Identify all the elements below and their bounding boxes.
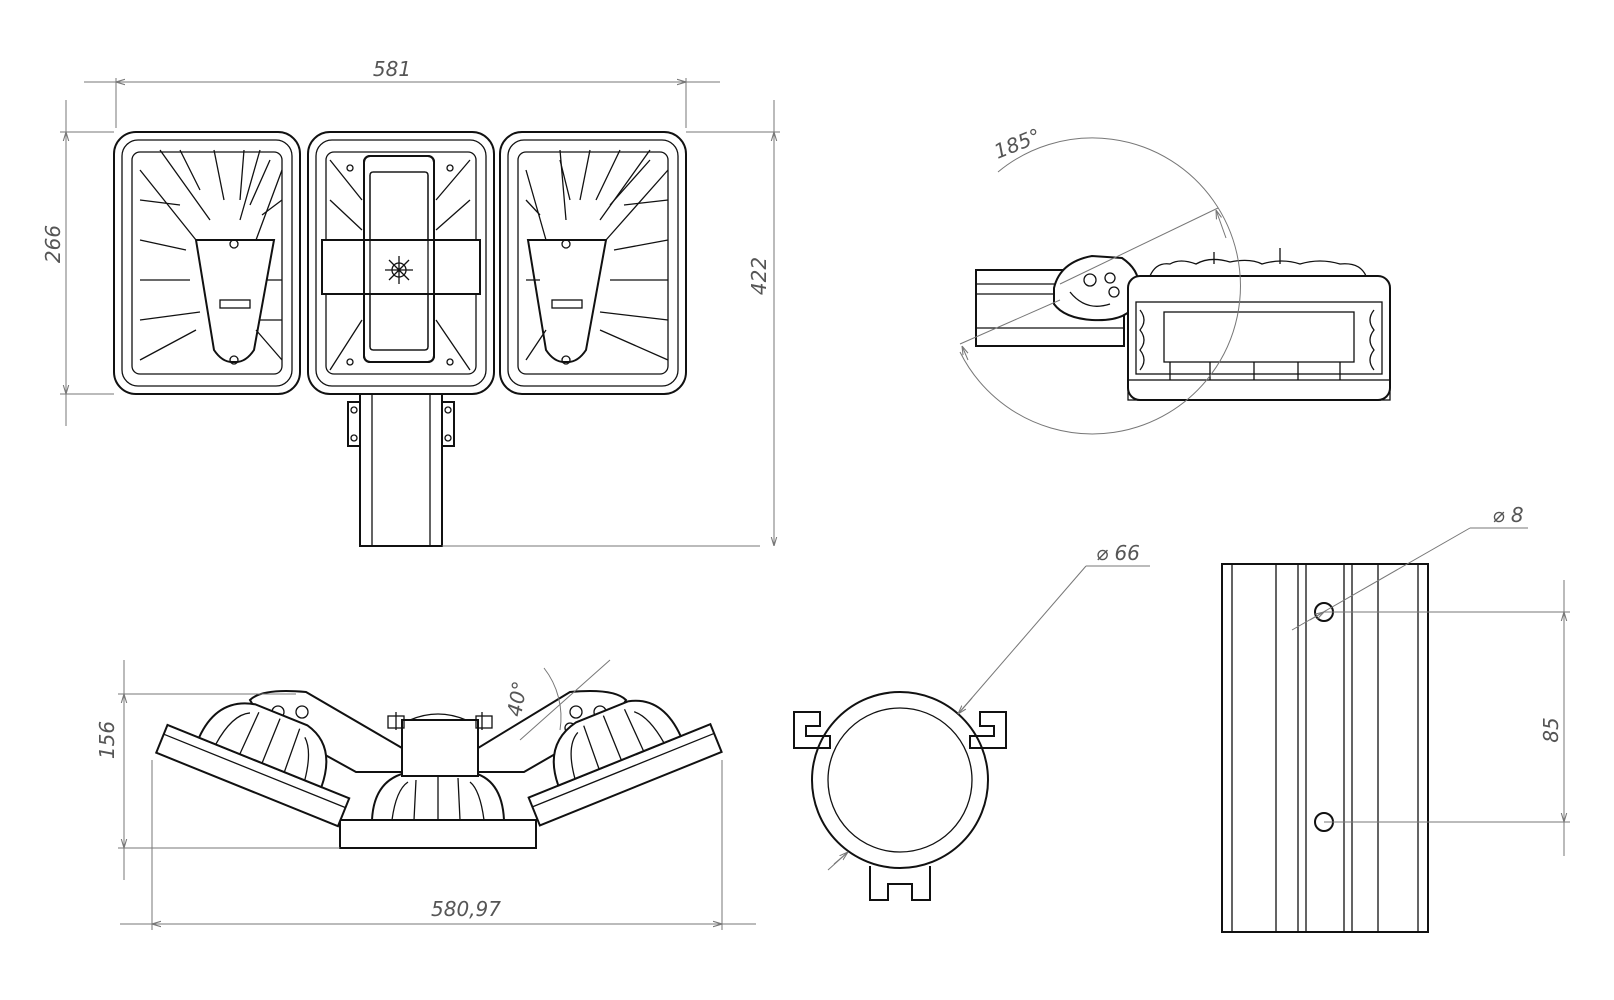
pipe-section: ⌀ 66 bbox=[793, 541, 1150, 901]
dimension-label-185: 185° bbox=[991, 123, 1045, 163]
dimension-label-40: 40° bbox=[502, 679, 532, 718]
pipe-side: ⌀ 8 85 bbox=[1221, 503, 1570, 933]
dimension-label-581: 581 bbox=[373, 57, 411, 81]
dimension-label-422: 422 bbox=[747, 257, 771, 295]
dimension-label-580-97: 580,97 bbox=[431, 897, 501, 921]
lamp-module-left bbox=[113, 131, 301, 395]
top-view: 581 266 422 bbox=[41, 57, 780, 547]
lamp-module-right bbox=[499, 131, 687, 395]
dimension-lamp-height: 266 bbox=[41, 100, 114, 426]
dimension-total-height: 422 bbox=[442, 100, 780, 547]
dimension-label-d66: ⌀ 66 bbox=[1096, 541, 1140, 565]
front-view: 40° 156 580,97 bbox=[95, 659, 756, 930]
lamp-module-center bbox=[307, 131, 495, 395]
dimension-label-156: 156 bbox=[95, 721, 119, 759]
top-pole bbox=[347, 393, 455, 547]
dimension-label-85: 85 bbox=[1539, 717, 1563, 742]
side-view: 185° bbox=[959, 123, 1391, 435]
dimension-label-266: 266 bbox=[41, 225, 65, 263]
dimension-top-width: 581 bbox=[84, 57, 720, 128]
dimension-label-d8: ⌀ 8 bbox=[1492, 503, 1523, 527]
